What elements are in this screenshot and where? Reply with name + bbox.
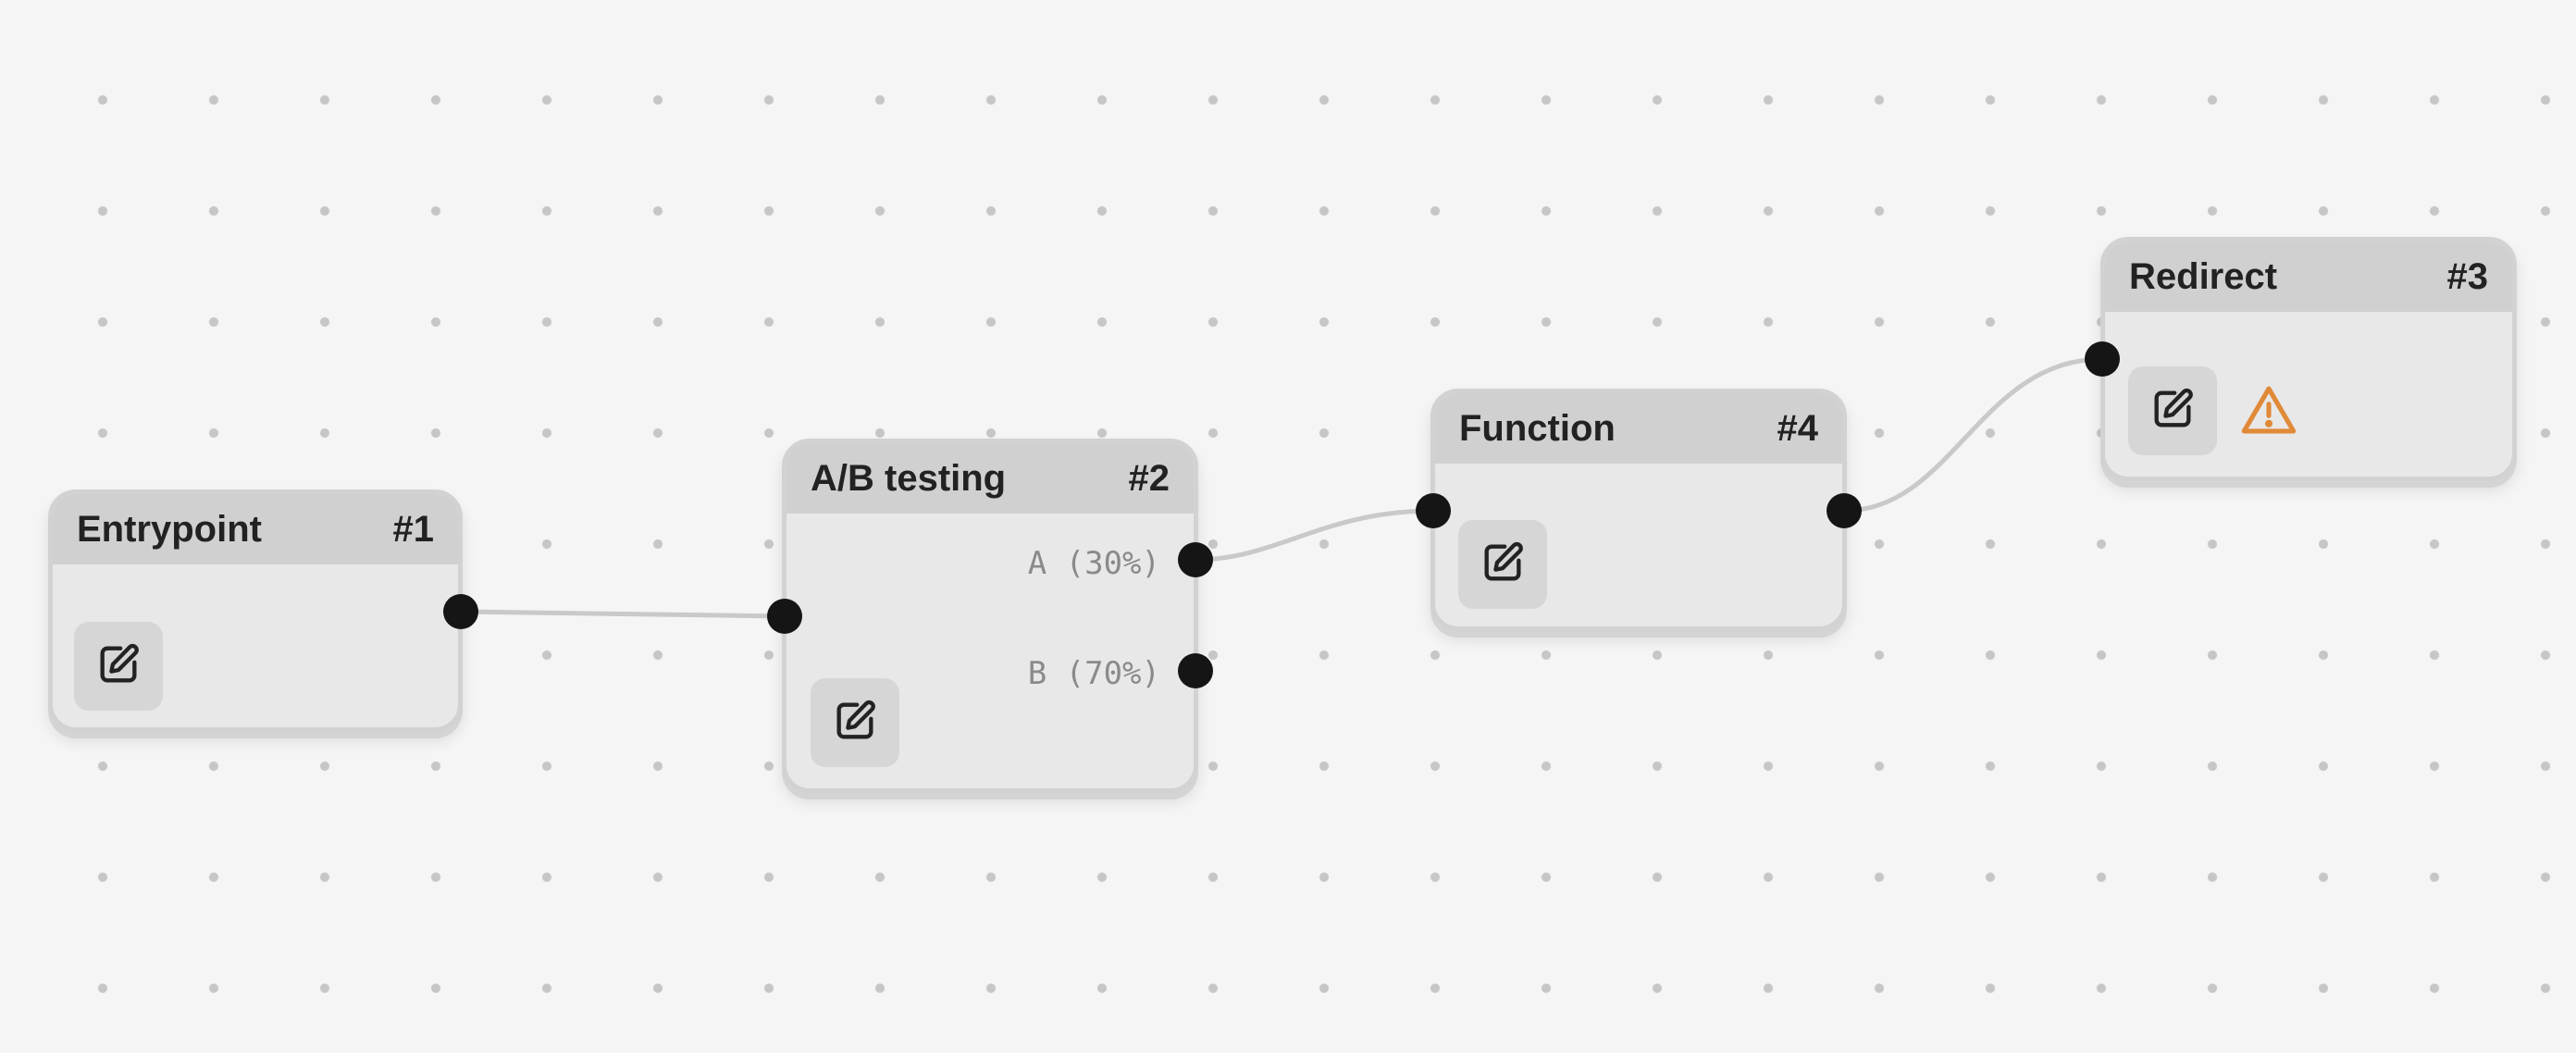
node-header[interactable]: A/B testing #2 [786,443,1194,514]
node-header[interactable]: Redirect #3 [2105,242,2512,312]
node-title: Function [1459,407,1616,449]
node-header[interactable]: Function #4 [1435,393,1842,464]
edge-ab-a-to-function[interactable] [1195,508,1434,563]
output-label-a: A (30%) [1027,545,1160,582]
input-port-function[interactable] [1416,493,1451,528]
output-port-function[interactable] [1827,493,1862,528]
node-redirect[interactable]: Redirect #3 [2100,237,2517,481]
node-ab-testing[interactable]: A/B testing #2 A (30%) B (70%) [782,439,1198,793]
edit-button[interactable] [811,678,899,767]
edit-button[interactable] [74,622,163,711]
node-function[interactable]: Function #4 [1430,389,1847,631]
output-port-ab-a[interactable] [1178,542,1213,577]
node-title: A/B testing [811,457,1007,499]
node-id: #3 [2446,255,2489,297]
node-header[interactable]: Entrypoint #1 [53,494,458,564]
input-port-redirect[interactable] [2085,341,2120,377]
edge-entrypoint-to-ab[interactable] [460,609,785,619]
edit-pencil-icon [2149,385,2197,438]
node-entrypoint[interactable]: Entrypoint #1 [48,489,463,732]
output-label-b: B (70%) [1027,655,1160,692]
edit-pencil-icon [831,697,879,749]
output-port-ab-b[interactable] [1178,653,1213,688]
node-title: Entrypoint [77,508,262,550]
warning-triangle-icon [2240,384,2297,436]
input-port-ab-testing[interactable] [767,599,802,634]
edit-button[interactable] [2128,366,2217,455]
node-id: #4 [1777,407,1819,449]
node-id: #1 [392,508,435,550]
edit-button[interactable] [1458,520,1547,609]
edit-pencil-icon [94,640,142,693]
output-port-entrypoint[interactable] [443,594,478,629]
node-id: #2 [1128,457,1170,499]
edge-function-to-redirect[interactable] [1843,356,2103,514]
node-title: Redirect [2129,255,2278,297]
edit-pencil-icon [1479,539,1527,591]
